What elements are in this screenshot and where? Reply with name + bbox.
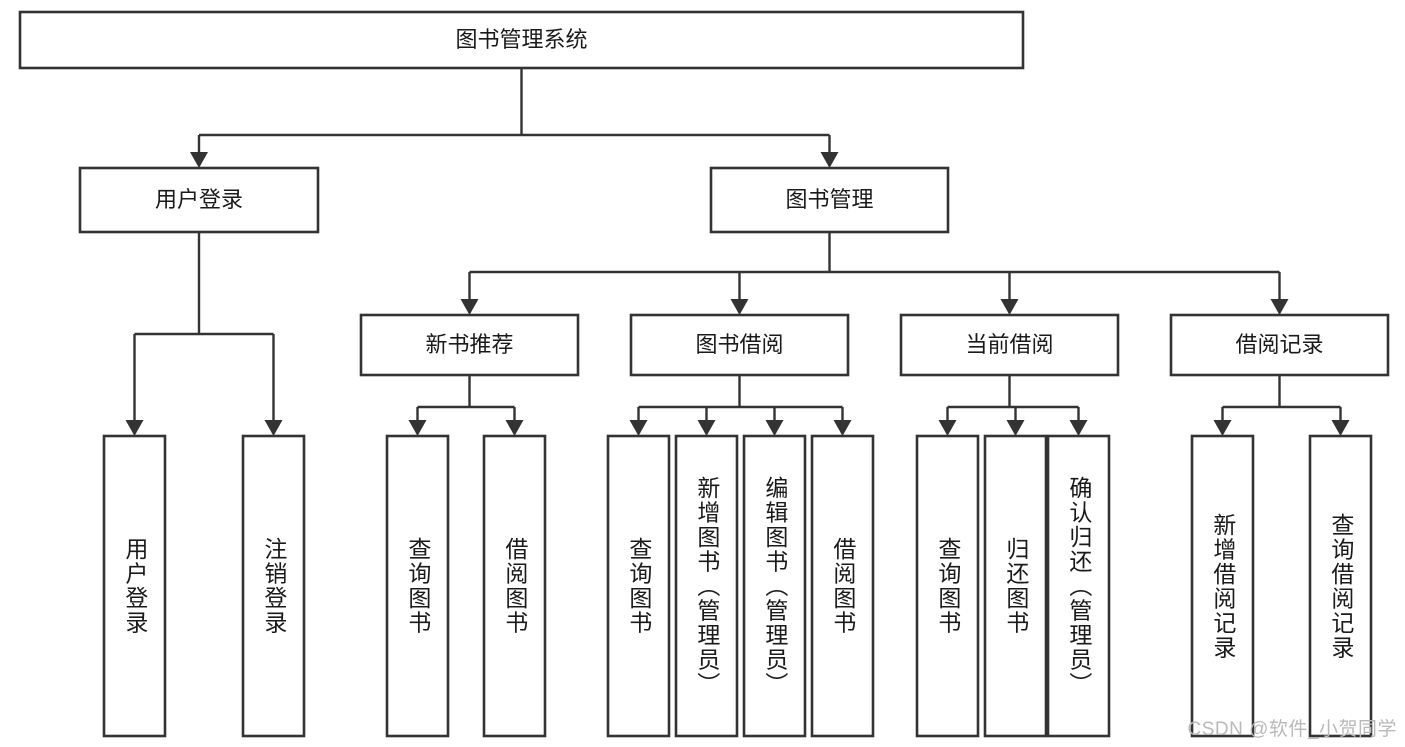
leaf-node-4-box bbox=[482, 434, 547, 738]
leaf-node-6-box bbox=[674, 434, 739, 738]
conn-level2-3-to-leaves-arrow-3 bbox=[1069, 420, 1088, 436]
level2-node-4-box bbox=[1169, 313, 1390, 377]
level2-node-2-box bbox=[629, 313, 850, 377]
leaf-node-9[interactable] bbox=[915, 434, 980, 738]
conn-level2-2-to-leaves-arrow-4 bbox=[833, 420, 852, 436]
leaf-node-10-box bbox=[983, 434, 1048, 738]
level1-node-1-box bbox=[78, 166, 320, 234]
level1-node-2[interactable]: 图书管理 bbox=[709, 166, 950, 234]
leaf-node-8-box bbox=[810, 434, 875, 738]
leaf-node-3[interactable] bbox=[385, 434, 450, 738]
conn-level2-3-to-leaves-arrow-1 bbox=[938, 420, 957, 436]
leaf-node-13[interactable] bbox=[1308, 434, 1373, 738]
level2-node-4-label: 借阅记录 bbox=[1235, 332, 1323, 357]
conn-level2-4-to-leaves-arrow-2 bbox=[1331, 420, 1350, 436]
leaf-node-11-box bbox=[1046, 434, 1111, 738]
level1-node-1-label: 用户登录 bbox=[155, 187, 243, 212]
leaf-node-13-box bbox=[1308, 434, 1373, 738]
leaf-node-5[interactable] bbox=[606, 434, 671, 738]
root-node-book-management-system[interactable]: 图书管理系统 bbox=[18, 10, 1025, 70]
leaf-node-1[interactable] bbox=[102, 434, 167, 738]
level2-node-4[interactable]: 借阅记录 bbox=[1169, 313, 1390, 377]
conn-books-to-level2-arrow-1 bbox=[460, 299, 479, 315]
watermark-text: CSDN @软件_小贺同学 bbox=[1187, 719, 1397, 740]
leaf-node-7[interactable] bbox=[742, 434, 807, 738]
level2-node-1-box bbox=[359, 313, 580, 377]
conn-level2-2-to-leaves-arrow-2 bbox=[697, 420, 716, 436]
leaf-node-7-box bbox=[742, 434, 807, 738]
conn-books-to-level2-arrow-3 bbox=[1000, 299, 1019, 315]
leaf-node-6[interactable] bbox=[674, 434, 739, 738]
conn-root-to-level1-arrow-2 bbox=[820, 152, 839, 168]
conn-level2-1-to-leaves-arrow-1 bbox=[408, 420, 427, 436]
level2-node-2[interactable]: 图书借阅 bbox=[629, 313, 850, 377]
root-node-book-management-system-label: 图书管理系统 bbox=[455, 27, 587, 52]
level2-node-3-label: 当前借阅 bbox=[965, 332, 1053, 357]
conn-level2-2-to-leaves-arrow-3 bbox=[765, 420, 784, 436]
conn-books-to-level2-arrow-4 bbox=[1270, 299, 1289, 315]
conn-login-to-leaves-arrow-2 bbox=[264, 420, 283, 436]
conn-level2-1-to-leaves-arrow-2 bbox=[505, 420, 524, 436]
leaf-node-5-box bbox=[606, 434, 671, 738]
level2-node-1[interactable]: 新书推荐 bbox=[359, 313, 580, 377]
leaf-node-2[interactable] bbox=[241, 434, 306, 738]
leaf-node-11[interactable] bbox=[1046, 434, 1111, 738]
level1-node-1[interactable]: 用户登录 bbox=[78, 166, 320, 234]
conn-level2-4-to-leaves-arrow-1 bbox=[1213, 420, 1232, 436]
conn-level2-2-to-leaves-arrow-1 bbox=[629, 420, 648, 436]
leaf-node-2-box bbox=[241, 434, 306, 738]
conn-login-to-leaves-arrow-1 bbox=[125, 420, 144, 436]
leaf-node-4[interactable] bbox=[482, 434, 547, 738]
level2-node-3-box bbox=[899, 313, 1120, 377]
level2-node-1-label: 新书推荐 bbox=[425, 332, 513, 357]
conn-level2-3-to-leaves-arrow-2 bbox=[1006, 420, 1025, 436]
leaf-node-12[interactable] bbox=[1190, 434, 1255, 738]
leaf-node-9-box bbox=[915, 434, 980, 738]
leaf-node-12-box bbox=[1190, 434, 1255, 738]
level1-node-2-box bbox=[709, 166, 950, 234]
level2-node-3[interactable]: 当前借阅 bbox=[899, 313, 1120, 377]
level2-node-2-label: 图书借阅 bbox=[695, 332, 783, 357]
leaf-node-3-box bbox=[385, 434, 450, 738]
conn-root-to-level1-arrow-1 bbox=[190, 152, 208, 168]
level1-node-2-label: 图书管理 bbox=[785, 187, 873, 212]
root-node-book-management-system-box bbox=[18, 10, 1025, 70]
leaf-node-1-box bbox=[102, 434, 167, 738]
leaf-node-10[interactable] bbox=[983, 434, 1048, 738]
connectors-layer bbox=[125, 68, 1350, 436]
leaf-node-8[interactable] bbox=[810, 434, 875, 738]
conn-books-to-level2-arrow-2 bbox=[730, 299, 749, 315]
